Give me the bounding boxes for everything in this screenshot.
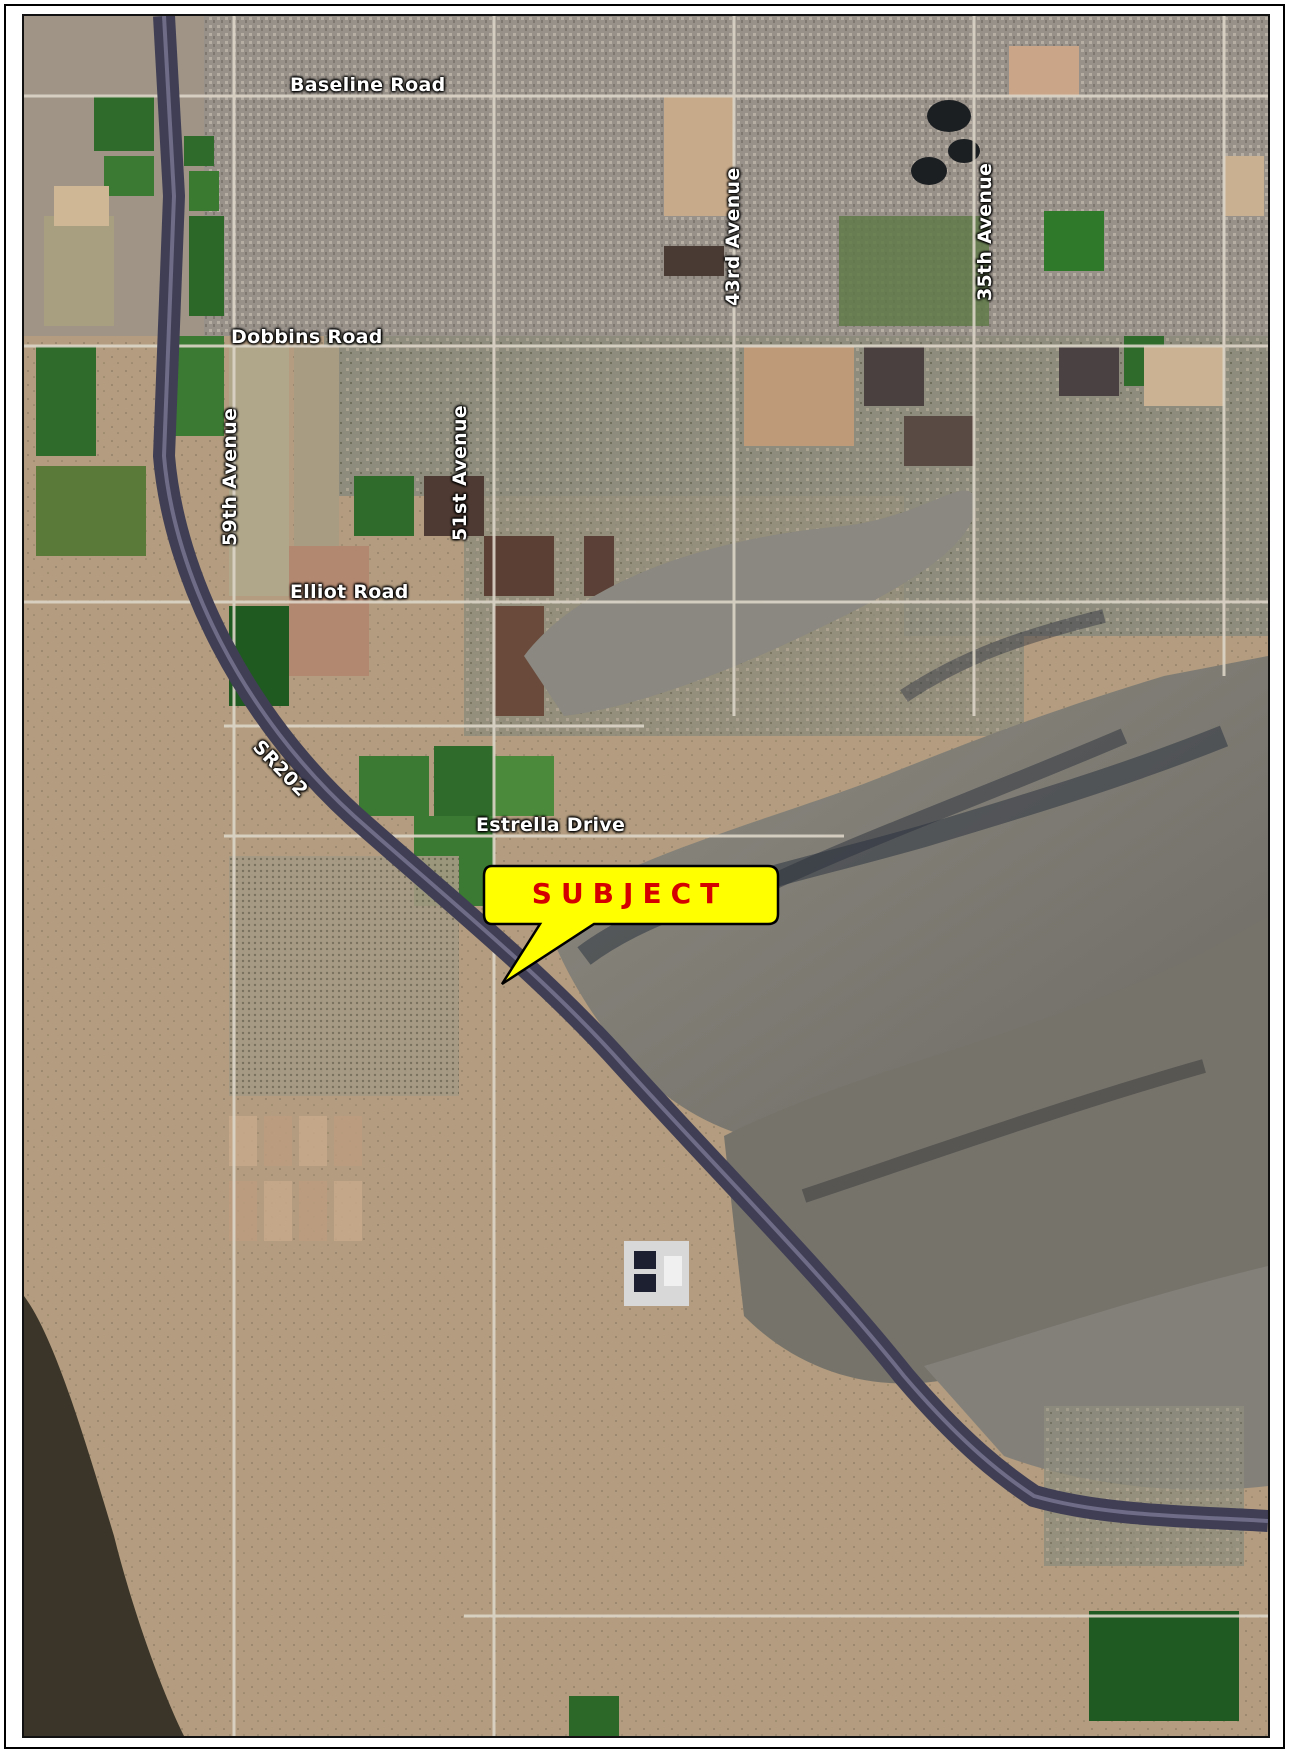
test-plots: [229, 1116, 362, 1241]
subject-label: SUBJECT: [531, 877, 729, 910]
lakes: [911, 100, 980, 185]
road-grid: [24, 16, 1268, 1736]
golf-course: [839, 216, 989, 326]
plowed-fields: [44, 46, 1264, 716]
subject-callout: SUBJECT: [482, 864, 782, 994]
label-51st-avenue: 51st Avenue: [449, 405, 471, 541]
industrial-facility: [624, 1241, 689, 1306]
label-35th-avenue: 35th Avenue: [974, 162, 996, 301]
label-baseline-road: Baseline Road: [290, 74, 446, 96]
river-corridor: [24, 1296, 184, 1736]
freeway-median: [161, 16, 1268, 1523]
urban-area: [204, 16, 1268, 336]
label-dobbins-road: Dobbins Road: [231, 326, 383, 348]
callout-bubble: [482, 864, 780, 986]
aerial-map: Baseline Road Dobbins Road Elliot Road E…: [22, 14, 1270, 1738]
label-elliot-road: Elliot Road: [290, 581, 409, 603]
orchard-area: [229, 856, 459, 1096]
label-43rd-avenue: 43rd Avenue: [722, 167, 744, 306]
residential-community: [1044, 1406, 1244, 1566]
label-59th-avenue: 59th Avenue: [219, 407, 241, 546]
aerial-imagery: [24, 16, 1268, 1736]
outer-border: [4, 4, 1285, 1749]
label-estrella-drive: Estrella Drive: [476, 814, 626, 836]
